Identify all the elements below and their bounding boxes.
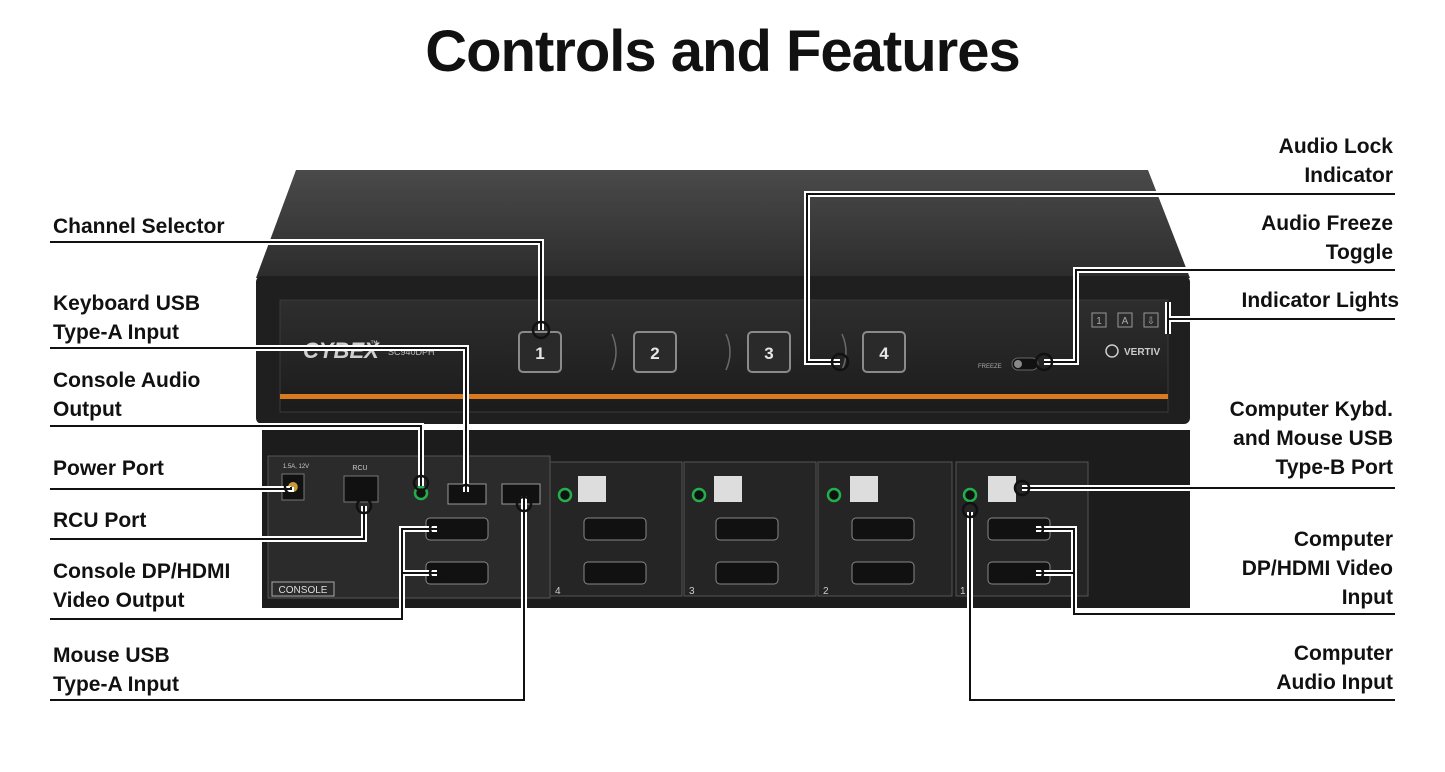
console-tag [271,581,335,597]
label-indicator-lights: Indicator Lights [1241,289,1400,312]
vertiv-logo-icon [1105,344,1119,358]
usb-b-port[interactable] [850,476,878,502]
channel-button-3[interactable]: 3 [747,331,791,373]
svg-text:⇩: ⇩ [1147,316,1155,327]
bay-number: 1 [960,586,966,597]
computer-video-port[interactable] [851,517,915,541]
model-number: SC940DPH [388,347,435,357]
freeze-label: FREEZE [978,364,1002,370]
computer-video-port[interactable] [715,517,779,541]
channel-button-1[interactable]: 1 [518,331,562,373]
rear-unit: CONSOLE 1.5A, 12V RCU 4 3 [262,430,1190,608]
bay-number: 3 [689,586,695,597]
console-label: CONSOLE [279,585,328,596]
svg-text:3: 3 [764,344,773,363]
svg-text:A: A [1122,316,1129,327]
svg-text:4: 4 [879,344,889,363]
svg-text:1: 1 [535,344,544,363]
power-spec: 1.5A, 12V [283,464,309,470]
label-rcu-port: RCU Port [53,509,147,532]
computer-video-port[interactable] [583,561,647,585]
bay-number: 2 [823,586,829,597]
computer-audio-jack[interactable] [557,487,573,503]
computer-bay-4: 4 [549,461,683,597]
label-power-port: Power Port [53,457,164,480]
computer-audio-jack[interactable] [962,487,978,503]
computer-video-port[interactable] [851,561,915,585]
vertiv-logo: VERTIV [1124,347,1160,358]
computer-audio-jack[interactable] [691,487,707,503]
svg-text:2: 2 [650,344,659,363]
usb-b-port[interactable] [578,476,606,502]
computer-video-port[interactable] [715,561,779,585]
front-face [279,299,1169,413]
svg-text:1: 1 [1096,316,1102,327]
channel-button-4[interactable]: 4 [862,331,906,373]
callout-lines [50,191,1395,703]
channel-button-2[interactable]: 2 [633,331,677,373]
usb-b-port[interactable] [714,476,742,502]
usb-b-port[interactable] [988,476,1016,502]
trademark-mark: ™ [370,339,378,348]
computer-bay-3: 3 [683,461,817,597]
rcu-port[interactable] [343,475,379,503]
toggle-knob [1014,360,1022,368]
page-title: Controls and Features [425,19,1021,84]
label-channel-selector: Channel Selector [53,215,225,238]
computer-audio-jack[interactable] [826,487,842,503]
channel-dividers [611,333,847,371]
computer-bay-2: 2 [817,461,953,597]
orange-accent-stripe [280,394,1168,399]
computer-video-port[interactable] [583,517,647,541]
rcu-label: RCU [352,465,367,472]
front-top-cover [256,170,1190,278]
front-unit: CYBEX ™ SC940DPH 1 2 3 4 FREEZE 1 [256,170,1190,424]
callout-target-rings [283,320,1054,582]
bay-number: 4 [555,586,561,597]
indicator-lights: 1 A ⇩ [1091,312,1159,328]
